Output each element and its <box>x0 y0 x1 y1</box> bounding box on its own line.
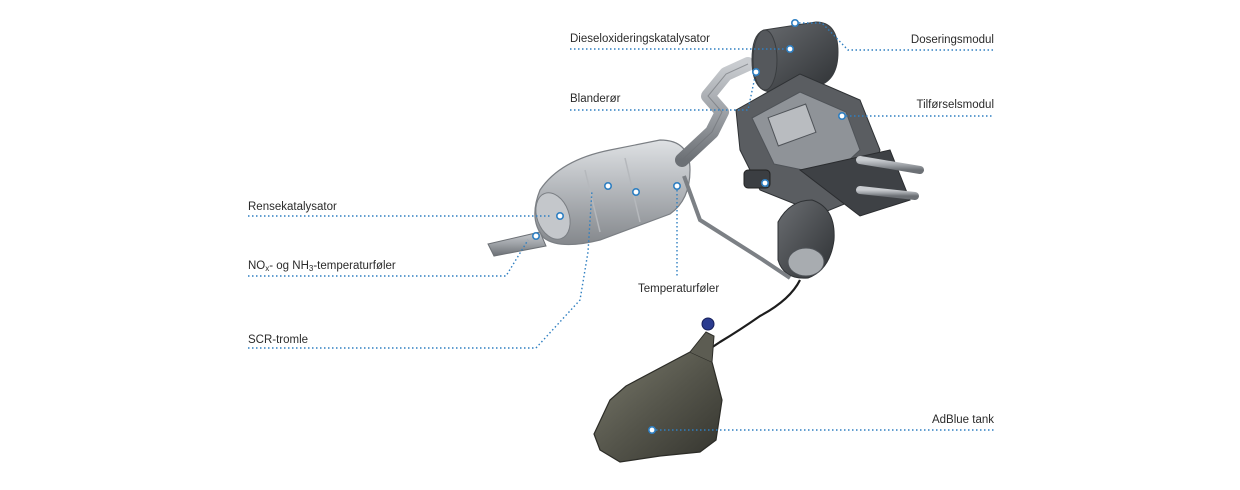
dot-adblue <box>647 425 656 434</box>
nox-prefix: NO <box>248 260 266 272</box>
dot-nox <box>531 232 540 241</box>
label-blanderor: Blanderør <box>570 93 621 105</box>
nox-sub2: 3 <box>308 264 314 273</box>
label-doseringsmodul: Doseringsmodul <box>910 34 994 46</box>
leader-scr <box>248 189 593 349</box>
label-temperaturfoler: Temperaturføler <box>638 283 720 295</box>
nox-mid: - og NH <box>269 260 309 272</box>
nox-sub: x <box>265 264 270 273</box>
dot-dieseloxidation <box>785 44 794 53</box>
label-scr-tromle: SCR-tromle <box>248 334 309 346</box>
dot-scr-2 <box>631 188 640 197</box>
exhaust-illustration <box>487 21 924 463</box>
dot-blanderor <box>751 68 760 77</box>
leader-doseringsmodul <box>795 22 994 51</box>
tail-pipe <box>487 231 547 257</box>
dot-rensekatalysator <box>555 212 564 221</box>
nox-suffix: -temperaturføler <box>313 260 396 272</box>
label-adblue: AdBlue tank <box>931 414 994 426</box>
dot-supply <box>760 179 769 188</box>
dot-scr <box>603 182 612 191</box>
dot-temperaturfoler <box>672 182 681 191</box>
label-rensekatalysator: Rensekatalysator <box>248 201 337 213</box>
label-dieseloxidation: Dieseloxideringskatalysator <box>570 33 710 45</box>
label-nox: NOx- og NH3-temperaturføler <box>248 259 396 276</box>
label-tilforselsmodul: Tilførselsmodul <box>916 99 994 111</box>
scr-canister-front <box>535 192 571 240</box>
adblue-tank-body <box>593 351 723 463</box>
leader-lines <box>248 22 994 431</box>
adblue-cap <box>701 317 715 331</box>
leader-dots <box>531 18 846 434</box>
engine-block <box>735 73 924 217</box>
adblue-line <box>707 279 801 351</box>
dot-tilforselsmodul <box>837 112 846 121</box>
dot-doseringsmodul <box>790 18 799 27</box>
